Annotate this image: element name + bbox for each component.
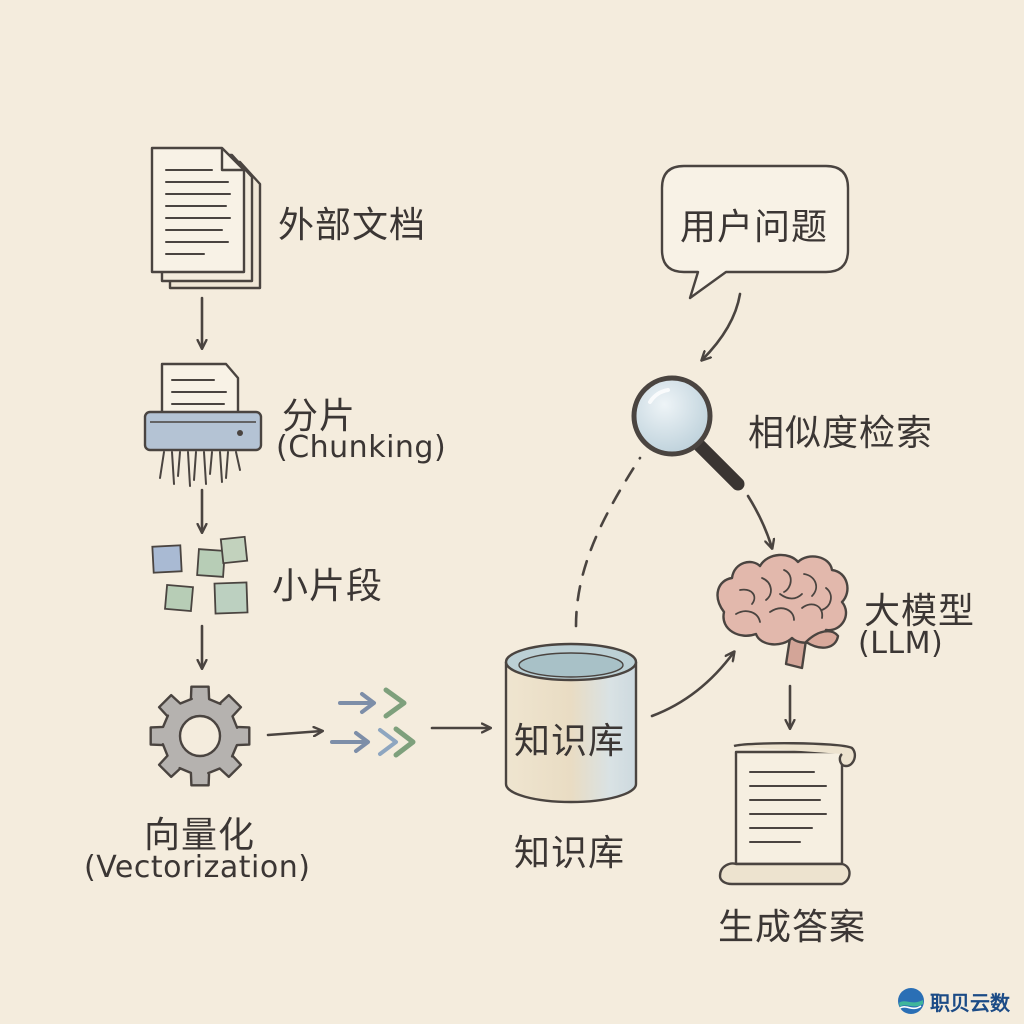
arrow-vectorization-to-vectors	[266, 731, 322, 735]
magnifier-icon	[631, 375, 745, 491]
database-icon	[504, 642, 638, 804]
arrow-knowledge-base-to-llm	[650, 652, 734, 718]
vectorization-en-label: (Vectorization)	[84, 850, 311, 885]
knowledge-base-inner-label: 知识库	[514, 721, 626, 762]
chunking-label: 分片	[282, 396, 357, 437]
brand-watermark: 职贝云数	[896, 986, 1010, 1016]
small-chunks-label: 小片段	[272, 566, 384, 607]
brain-icon	[716, 553, 849, 670]
brand-logo-icon	[898, 988, 924, 1014]
document-stack-icon	[150, 146, 262, 290]
vector-arrows-icon	[330, 687, 416, 758]
answer-label: 生成答案	[718, 907, 867, 948]
llm-label: 大模型	[864, 591, 976, 632]
arrow-search-to-llm	[746, 494, 772, 548]
vectorization-label: 向量化	[144, 815, 256, 856]
shredder-icon	[143, 362, 263, 487]
gear-icon	[149, 685, 251, 787]
scroll-icon	[718, 742, 857, 886]
dashed-link-knowledge-base-to-search	[574, 456, 642, 628]
chunking-en-label: (Chunking)	[276, 430, 447, 465]
arrow-question-to-search	[702, 292, 742, 360]
similarity-search-label: 相似度检索	[748, 413, 934, 454]
llm-en-label: (LLM)	[858, 626, 944, 661]
chunks-icon	[151, 535, 249, 615]
knowledge-base-label: 知识库	[514, 833, 626, 874]
user-question-label: 用户问题	[680, 207, 829, 248]
external-docs-label: 外部文档	[278, 205, 427, 246]
speech-bubble-icon	[660, 164, 850, 300]
brand-name: 职贝云数	[930, 990, 1010, 1015]
